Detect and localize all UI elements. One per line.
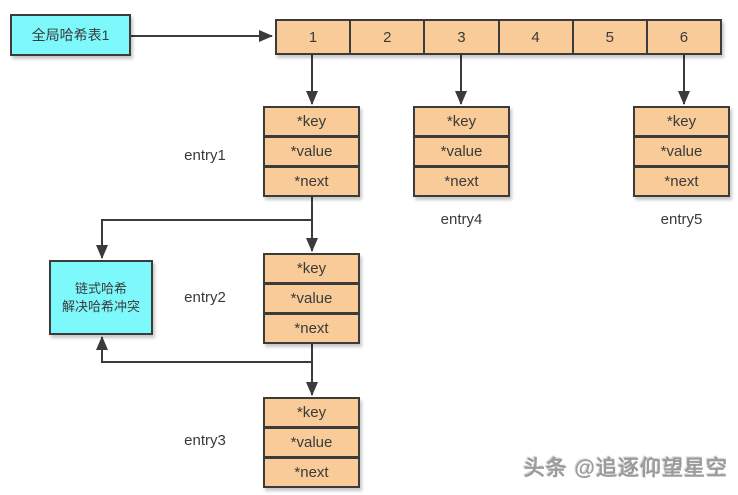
chain-hash-note-box: 链式哈希 解决哈希冲突 bbox=[49, 260, 153, 335]
entry1-value-field: *value bbox=[265, 135, 358, 165]
array-cell-6: 6 bbox=[679, 28, 689, 46]
entry2-next-field: *next bbox=[265, 312, 358, 342]
entry4-next-field: *next bbox=[415, 165, 508, 195]
entry3-box: *key *value *next bbox=[263, 397, 360, 488]
array-cell-3: 3 bbox=[425, 21, 500, 53]
entry3-next-field: *next bbox=[265, 456, 358, 486]
entry1-key-field: *key bbox=[296, 113, 327, 130]
entry1-label: entry1 bbox=[184, 147, 226, 164]
entry5-value-field: *value bbox=[635, 135, 728, 165]
entry2-box: *key *value *next bbox=[263, 253, 360, 344]
entry5-key-field: *key bbox=[666, 113, 697, 130]
array-cell-1: 1 bbox=[277, 21, 352, 53]
chain-hash-note-text: 链式哈希 解决哈希冲突 bbox=[62, 280, 140, 315]
arrow-entry2next-to-notebox bbox=[96, 336, 313, 363]
entry4-key-field: *key bbox=[446, 113, 477, 130]
entry2-value-field: *value bbox=[265, 282, 358, 312]
entry5-label: entry5 bbox=[660, 211, 703, 228]
chain-hash-note-line2: 解决哈希冲突 bbox=[61, 298, 140, 314]
entry3-label: entry3 bbox=[184, 432, 226, 449]
array-cell-4: 4 bbox=[500, 21, 574, 53]
hash-bucket-array: 1 2 3 4 5 6 bbox=[275, 19, 722, 55]
arrow-entry1next-to-notebox bbox=[96, 197, 313, 259]
entry4-value-field: *value bbox=[415, 135, 508, 165]
entry3-key-field: *key bbox=[296, 404, 327, 421]
chain-hash-note-line1: 链式哈希 bbox=[74, 280, 127, 296]
entry1-box: *key *value *next bbox=[263, 106, 360, 197]
entry2-label: entry2 bbox=[184, 289, 226, 306]
global-hash-table-label: 全局哈希表1 bbox=[31, 26, 110, 43]
entry1-next-field: *next bbox=[265, 165, 358, 195]
entry3-value-field: *value bbox=[265, 426, 358, 456]
entry5-box: *key *value *next bbox=[633, 106, 730, 197]
array-cell-5: 5 bbox=[574, 21, 648, 53]
watermark-text: 头条 @追逐仰望星空 bbox=[523, 457, 728, 480]
array-cell-2: 2 bbox=[351, 21, 426, 53]
entry4-box: *key *value *next bbox=[413, 106, 510, 197]
global-hash-table-box: 全局哈希表1 bbox=[10, 14, 131, 56]
entry2-key-field: *key bbox=[296, 260, 327, 277]
entry5-next-field: *next bbox=[635, 165, 728, 195]
entry4-label: entry4 bbox=[440, 211, 483, 228]
